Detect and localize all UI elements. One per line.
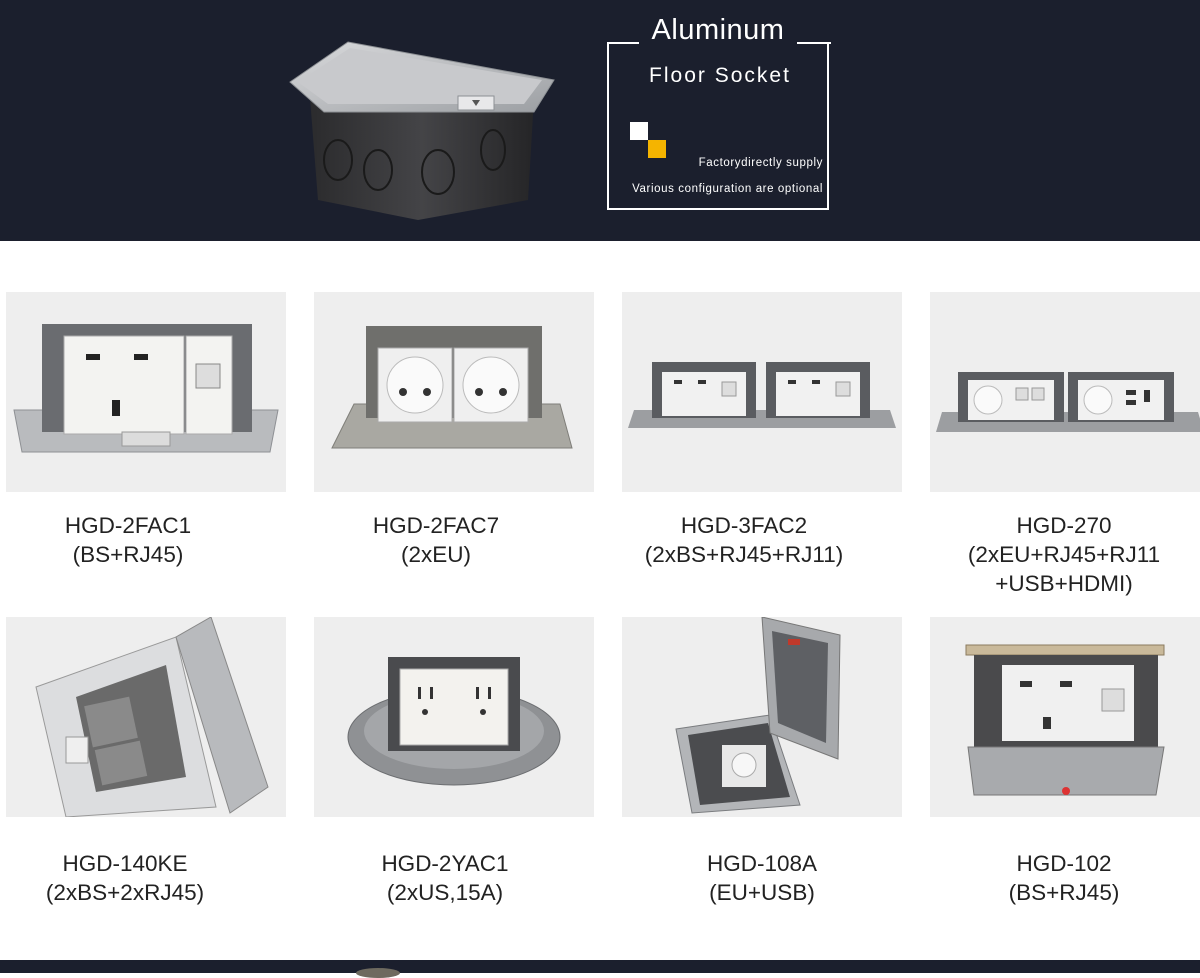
product-config: (2xBS+RJ45+RJ11) xyxy=(644,542,844,567)
banner-tagline-supply: Factorydirectly supply xyxy=(698,157,823,169)
product-config: (2xEU) xyxy=(400,542,471,567)
product-config: (BS+RJ45) xyxy=(72,542,184,567)
product-caption-hgd-2fac7: HGD-2FAC7 (2xEU) xyxy=(286,511,586,569)
product-image-hgd-140ke[interactable] xyxy=(6,617,286,817)
product-config: (BS+RJ45) xyxy=(1008,880,1120,905)
product-caption-hgd-270: HGD-270 (2xEU+RJ45+RJ11 +USB+HDMI) xyxy=(914,511,1200,598)
product-caption-hgd-3fac2: HGD-3FAC2 (2xBS+RJ45+RJ11) xyxy=(594,511,894,569)
product-caption-hgd-2fac1: HGD-2FAC1 (BS+RJ45) xyxy=(0,511,278,569)
banner-subtitle: Floor Socket xyxy=(649,64,791,87)
product-config-line2: +USB+HDMI) xyxy=(995,571,1133,596)
decor-square-white xyxy=(630,122,648,140)
product-image-hgd-270[interactable] xyxy=(930,292,1200,492)
product-model: HGD-2FAC7 xyxy=(372,513,500,538)
product-model: HGD-3FAC2 xyxy=(680,513,808,538)
product-model: HGD-2YAC1 xyxy=(381,851,509,876)
product-image-hgd-2yac1[interactable] xyxy=(314,617,594,817)
product-caption-hgd-102: HGD-102 (BS+RJ45) xyxy=(914,849,1200,907)
product-caption-hgd-108a: HGD-108A (EU+USB) xyxy=(612,849,912,907)
banner-title-frame xyxy=(607,42,829,210)
product-model: HGD-108A xyxy=(706,851,818,876)
product-config: (2xBS+2xRJ45) xyxy=(45,880,205,905)
product-image-hgd-108a[interactable] xyxy=(622,617,902,817)
product-model: HGD-270 xyxy=(1016,513,1112,538)
product-image-hgd-3fac2[interactable] xyxy=(622,292,902,492)
banner-title: Aluminum xyxy=(651,14,785,46)
frame-top-left-line xyxy=(607,42,639,44)
product-config: (EU+USB) xyxy=(709,880,815,905)
product-caption-hgd-2yac1: HGD-2YAC1 (2xUS,15A) xyxy=(295,849,595,907)
product-model: HGD-2FAC1 xyxy=(64,513,192,538)
product-caption-hgd-140ke: HGD-140KE (2xBS+2xRJ45) xyxy=(0,849,275,907)
product-image-hgd-2fac1[interactable] xyxy=(6,292,286,492)
hero-banner xyxy=(0,0,1200,241)
frame-top-right-line xyxy=(797,42,831,44)
product-image-hgd-102[interactable] xyxy=(930,617,1200,817)
hero-floor-socket-image xyxy=(289,41,555,220)
product-config: (2xEU+RJ45+RJ11 xyxy=(967,542,1161,567)
product-image-hgd-2fac7[interactable] xyxy=(314,292,594,492)
product-model: HGD-102 xyxy=(1016,851,1112,876)
banner-tagline-config: Various configuration are optional xyxy=(632,183,823,195)
footer-decoration xyxy=(356,968,400,978)
product-config: (2xUS,15A) xyxy=(386,880,504,905)
decor-square-yellow xyxy=(648,140,666,158)
product-model: HGD-140KE xyxy=(62,851,188,876)
footer-strip xyxy=(0,960,1200,973)
